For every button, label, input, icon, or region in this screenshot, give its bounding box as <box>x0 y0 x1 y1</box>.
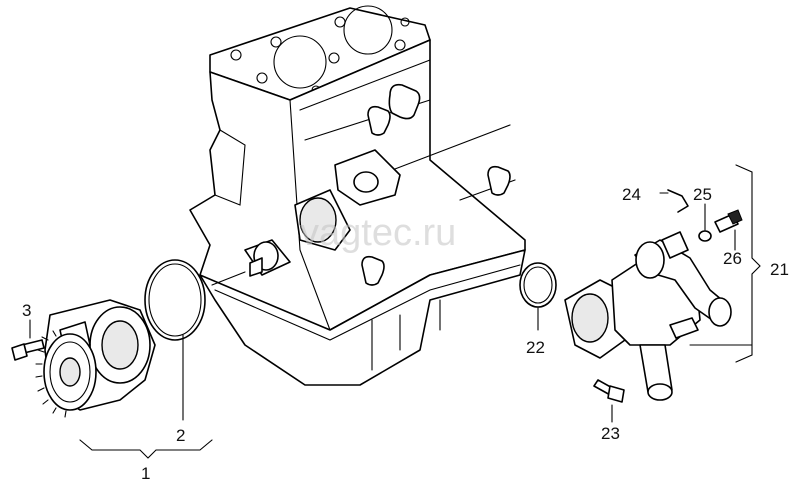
bracket-part-1 <box>79 439 213 459</box>
callout-25: 25 <box>693 185 712 204</box>
retaining-clip <box>667 189 689 213</box>
bracket-part-21 <box>735 164 761 363</box>
pump-o-ring <box>144 259 206 341</box>
callout-1: 1 <box>141 464 150 483</box>
engine-block <box>189 5 526 386</box>
callout-2: 2 <box>176 426 185 445</box>
temperature-sender <box>714 209 743 233</box>
pump-bolt <box>11 339 45 361</box>
callout-3: 3 <box>22 301 31 320</box>
callout-22: 22 <box>526 338 545 357</box>
thermostat-o-ring <box>519 262 557 308</box>
callout-26: 26 <box>723 249 742 268</box>
callout-23: 23 <box>601 424 620 443</box>
callout-21: 21 <box>770 260 789 279</box>
thermostat-bolt <box>593 379 625 403</box>
water-pump <box>35 299 156 418</box>
callout-24: 24 <box>622 185 641 204</box>
watermark-text: vagtec.ru <box>300 212 456 254</box>
thermostat-housing <box>564 231 732 401</box>
seal-ring <box>698 230 712 242</box>
